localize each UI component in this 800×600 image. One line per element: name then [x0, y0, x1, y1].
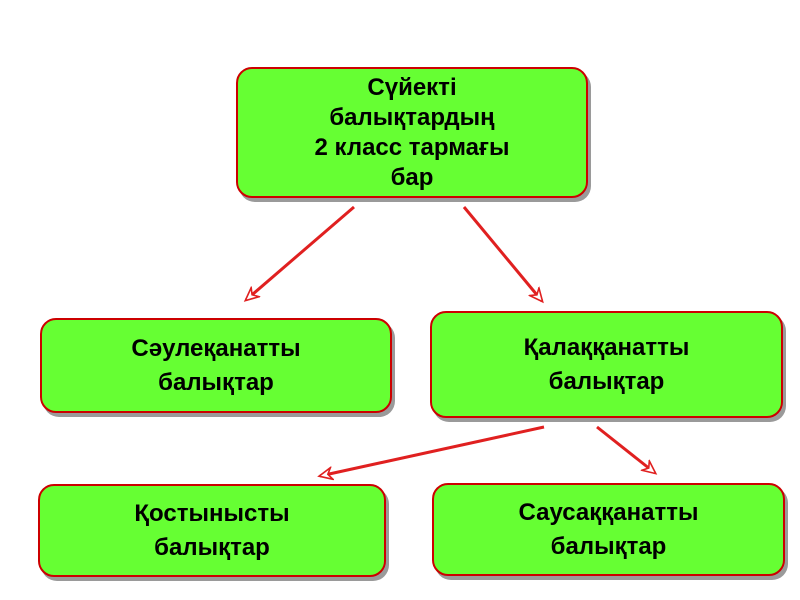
node-lobe-finned-fish: Қалаққанатты балықтар	[430, 311, 783, 418]
node-ray-finned-fish: Сәулеқанатты балықтар	[40, 318, 392, 413]
arrow-root-to-ray	[246, 205, 355, 300]
root-node-bony-fish-classes: Сүйекті балықтардың 2 класс тармағы бар	[236, 67, 588, 198]
arrow-lobe-to-finger	[596, 425, 655, 473]
arrow-lobe-to-cross	[320, 425, 545, 476]
node-lungfish: Қостынысты балықтар	[38, 484, 386, 577]
node-finger-finned-fish: Саусаққанатты балықтар	[432, 483, 785, 576]
arrow-root-to-lobe	[462, 206, 542, 301]
